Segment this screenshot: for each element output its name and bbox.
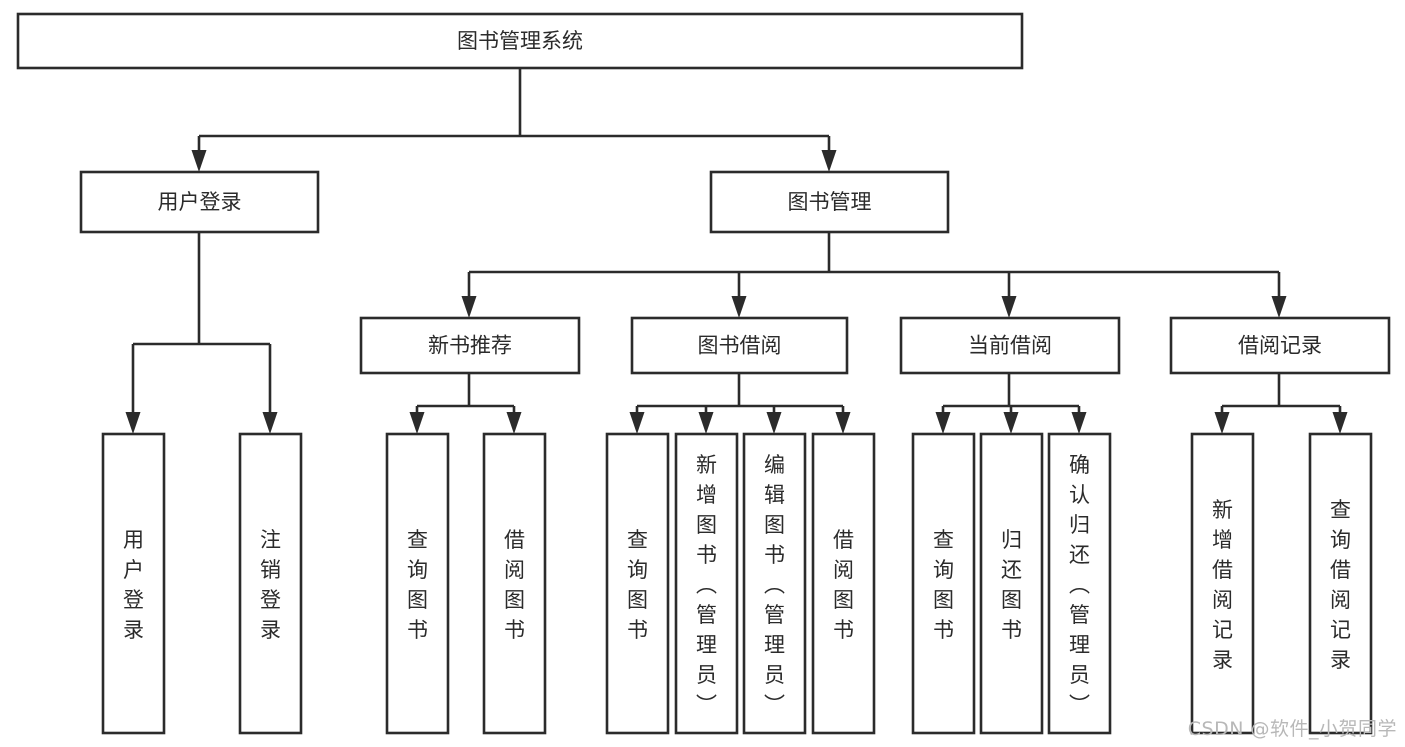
node-root[interactable]: 图书管理系统 [16,12,1024,70]
node-leaf-user-login[interactable]: 用户登录 [101,432,166,735]
arrowhead-icon [766,412,782,434]
node-box[interactable] [385,432,450,735]
connector-group-current-borrow [935,373,1087,434]
node-box[interactable] [811,432,876,735]
node-leaf-borrow-book-rec[interactable]: 借阅图书 [482,432,547,735]
arrowhead-icon [935,412,951,434]
arrowhead-icon [191,150,207,172]
node-leaf-return-book[interactable]: 归还图书 [979,432,1044,735]
node-box[interactable] [630,316,849,375]
node-box[interactable] [742,432,807,735]
node-box[interactable] [899,316,1121,375]
node-current-borrow[interactable]: 当前借阅 [899,316,1121,375]
node-label: 当前借阅 [968,334,1052,358]
node-box[interactable] [359,316,581,375]
arrowhead-icon [1332,412,1348,434]
arrowhead-icon [506,412,522,434]
node-label: 查询图书 [933,528,954,642]
node-label: 借阅图书 [833,528,854,642]
node-box[interactable] [482,432,547,735]
watermark-label: CSDN @软件_小贺同学 [1187,718,1397,740]
arrowhead-icon [1271,296,1287,318]
arrowhead-icon [409,412,425,434]
node-box[interactable] [605,432,670,735]
node-label: 编辑图书︵管理员︶ [764,453,785,717]
node-label: 新书推荐 [428,334,512,358]
node-layer: 图书管理系统用户登录图书管理新书推荐图书借阅当前借阅借阅记录用户登录注销登录查询… [16,12,1391,735]
node-label: 图书管理 [788,190,872,214]
node-leaf-query-book-rec[interactable]: 查询图书 [385,432,450,735]
arrowhead-icon [698,412,714,434]
node-leaf-query-record[interactable]: 查询借阅记录 [1308,432,1373,735]
node-leaf-add-book[interactable]: 新增图书︵管理员︶ [674,432,739,735]
node-box[interactable] [1308,432,1373,735]
node-box[interactable] [101,432,166,735]
arrowhead-icon [835,412,851,434]
node-leaf-query-book-bb[interactable]: 查询图书 [605,432,670,735]
node-leaf-borrow-book-bb[interactable]: 借阅图书 [811,432,876,735]
connector-group-root [191,68,837,172]
node-label: 图书管理系统 [457,29,583,53]
arrowhead-icon [1001,296,1017,318]
node-leaf-logout[interactable]: 注销登录 [238,432,303,735]
arrowhead-icon [1071,412,1087,434]
connector-group-book-borrow [629,373,851,434]
node-leaf-query-book-cb[interactable]: 查询图书 [911,432,976,735]
connector-group-book-manage [461,232,1287,318]
node-label: 查询借阅记录 [1330,498,1351,672]
node-label: 借阅图书 [504,528,525,642]
node-label: 查询图书 [407,528,428,642]
node-borrow-record[interactable]: 借阅记录 [1169,316,1391,375]
node-label: 新增图书︵管理员︶ [696,453,717,717]
arrowhead-icon [1003,412,1019,434]
node-label: 新增借阅记录 [1212,498,1233,672]
arrowhead-icon [629,412,645,434]
node-box[interactable] [911,432,976,735]
arrowhead-icon [461,296,477,318]
node-label: 用户登录 [123,528,144,642]
node-label: 借阅记录 [1238,334,1322,358]
node-label: 查询图书 [627,528,648,642]
arrowhead-icon [731,296,747,318]
connector-group-borrow-record [1214,373,1348,434]
node-box[interactable] [1169,316,1391,375]
node-box[interactable] [1047,432,1112,735]
node-book-manage[interactable]: 图书管理 [709,170,950,234]
node-user-login[interactable]: 用户登录 [79,170,320,234]
node-book-borrow[interactable]: 图书借阅 [630,316,849,375]
node-leaf-edit-book[interactable]: 编辑图书︵管理员︶ [742,432,807,735]
node-box[interactable] [709,170,950,234]
node-box[interactable] [674,432,739,735]
node-leaf-confirm-return[interactable]: 确认归还︵管理员︶ [1047,432,1112,735]
node-box[interactable] [79,170,320,234]
node-label: 注销登录 [260,528,281,642]
node-label: 确认归还︵管理员︶ [1069,453,1090,717]
arrowhead-icon [262,412,278,434]
node-leaf-add-record[interactable]: 新增借阅记录 [1190,432,1255,735]
node-label: 归还图书 [1001,528,1022,642]
node-box[interactable] [238,432,303,735]
connector-layer [125,68,1348,434]
connector-group-new-book-rec [409,373,522,434]
connector-group-user-login [125,232,278,434]
node-box[interactable] [1190,432,1255,735]
node-box[interactable] [16,12,1024,70]
node-new-book-rec[interactable]: 新书推荐 [359,316,581,375]
arrowhead-icon [125,412,141,434]
node-label: 图书借阅 [698,334,782,358]
node-label: 用户登录 [158,190,242,214]
arrowhead-icon [821,150,837,172]
node-box[interactable] [979,432,1044,735]
arrowhead-icon [1214,412,1230,434]
